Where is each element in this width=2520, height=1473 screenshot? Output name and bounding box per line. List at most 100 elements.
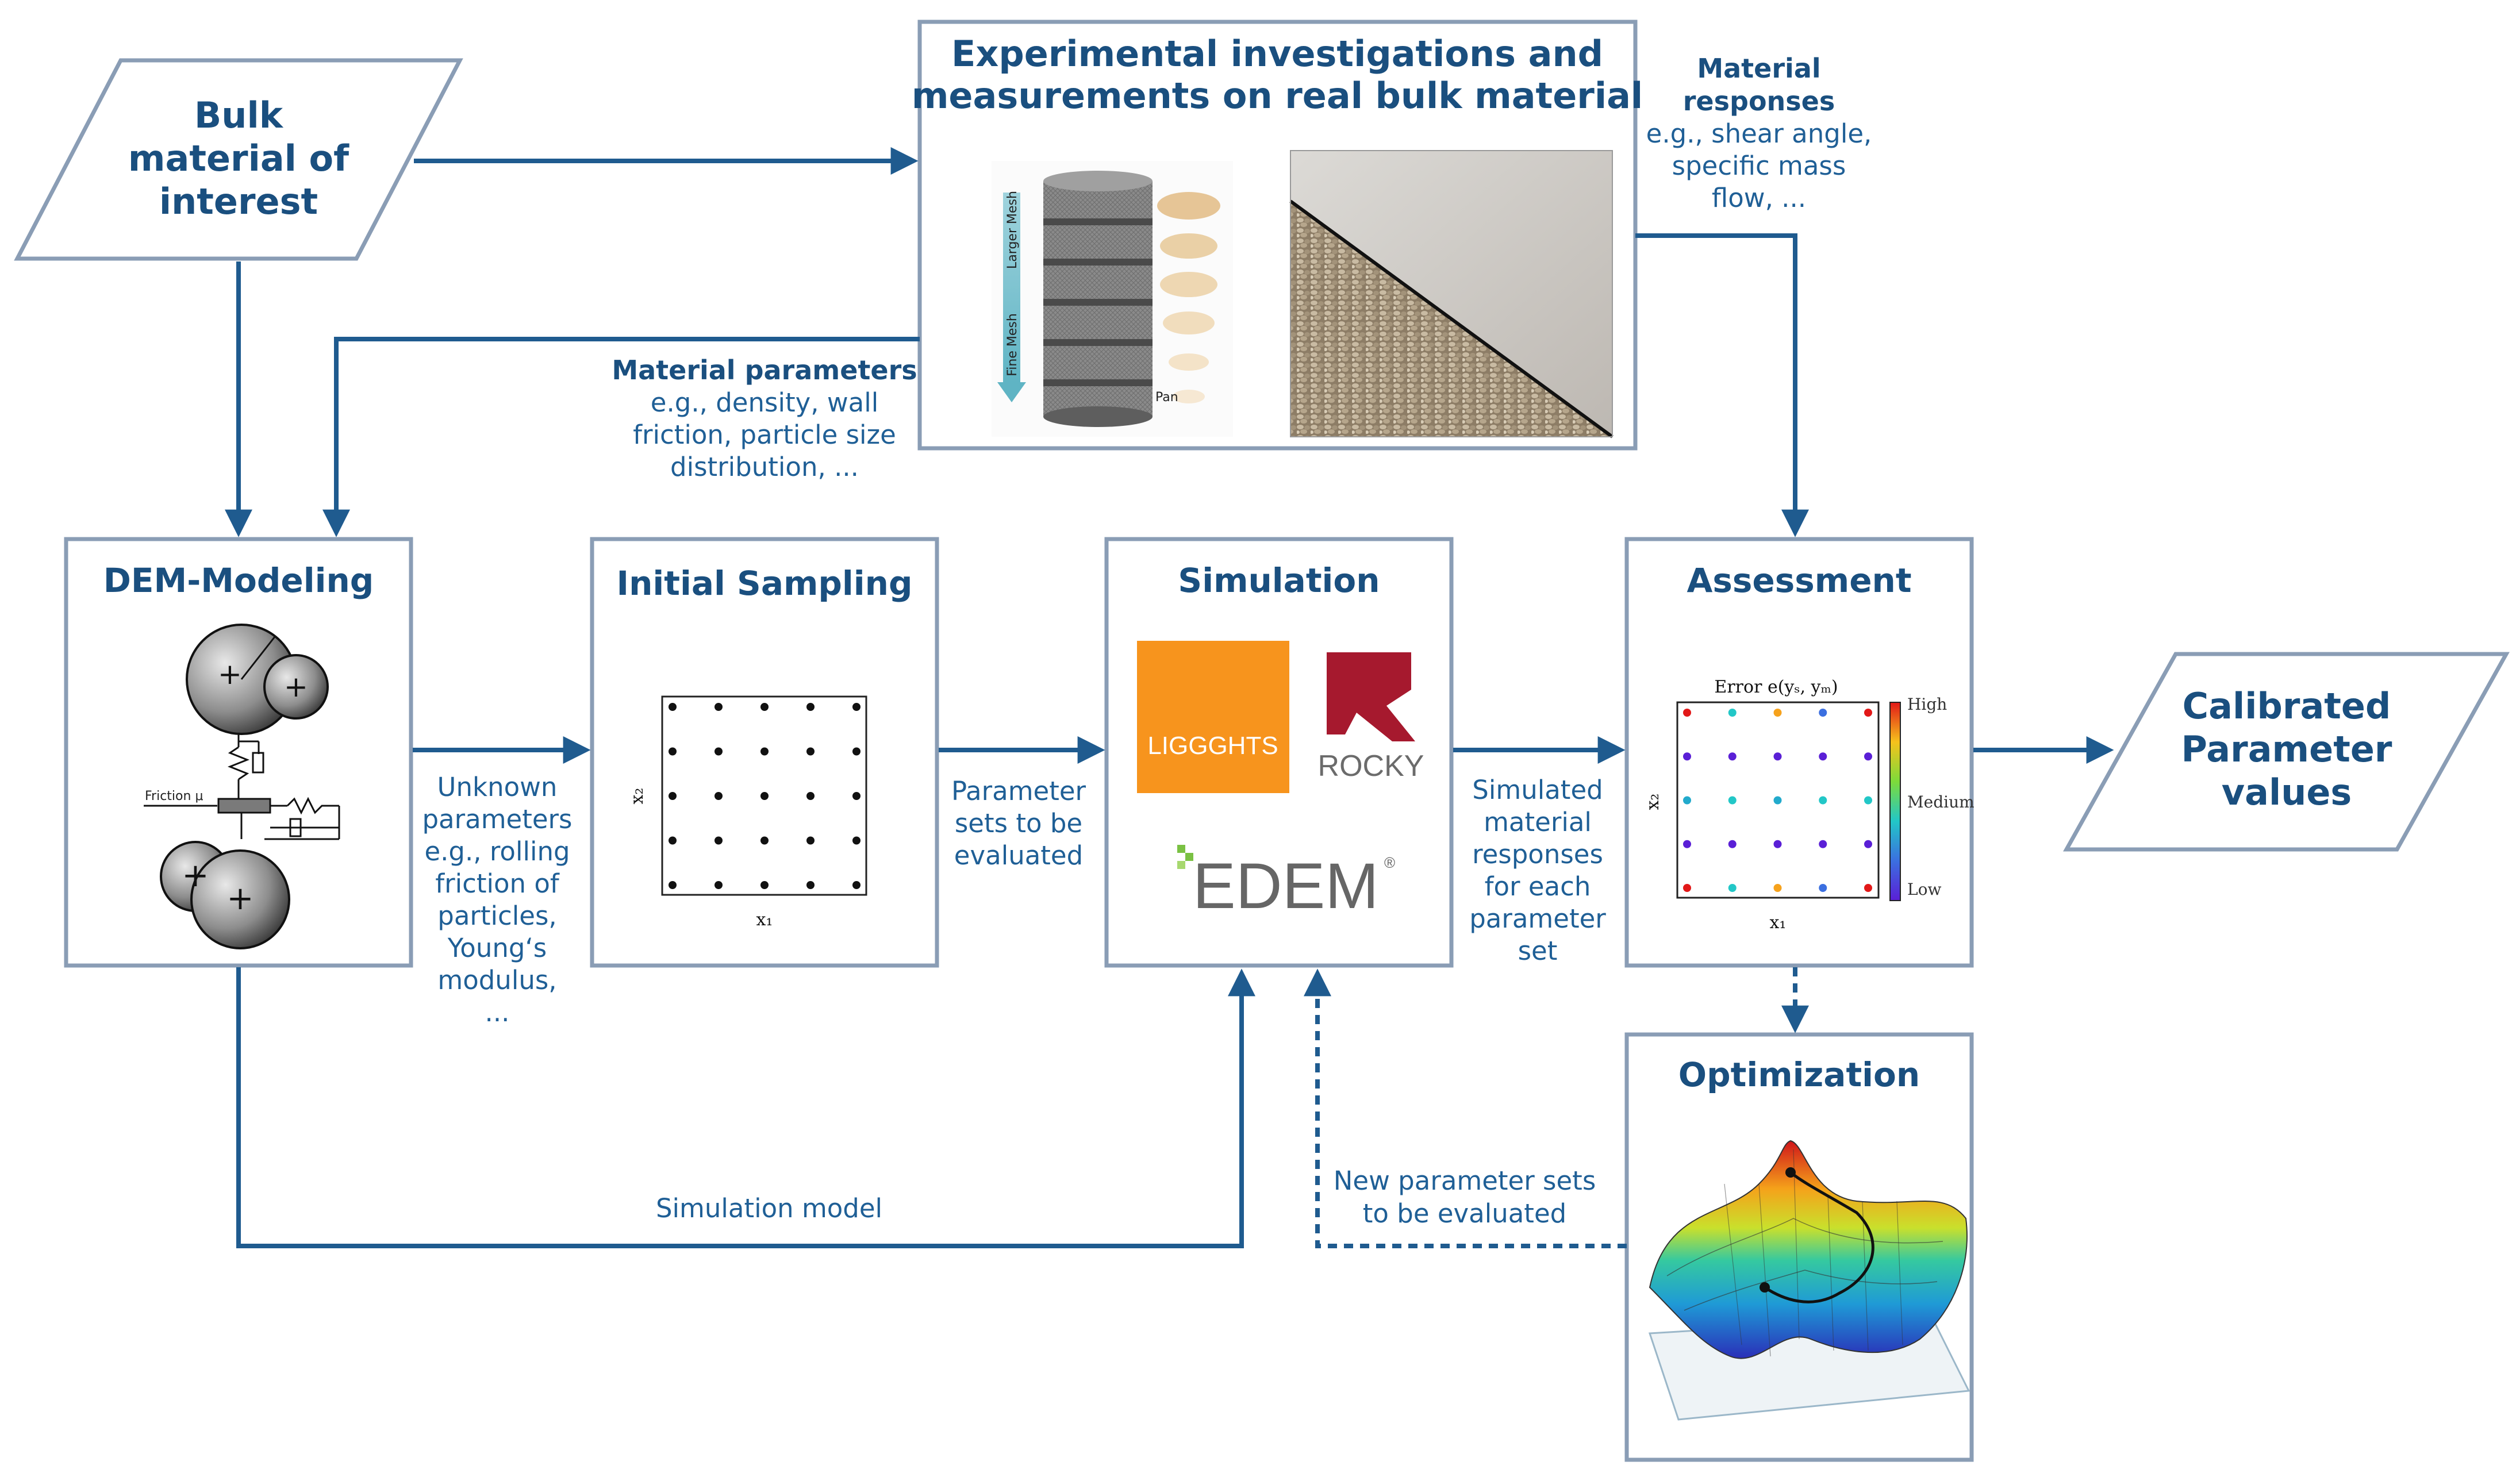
sampling-point <box>806 836 815 845</box>
material-parameters-heading: Material parameters <box>612 355 917 386</box>
sampling-point <box>852 836 861 845</box>
sampling-point <box>669 881 677 889</box>
assessment-point <box>1864 840 1872 848</box>
parameter-sets-line1: Parameter <box>951 776 1086 806</box>
initial-sampling-box: Initial Sampling x₁ x₂ <box>590 537 939 968</box>
new-parameter-sets-line2: to be evaluated <box>1363 1198 1566 1229</box>
sampling-point <box>806 881 815 889</box>
assessment-box: Assessment Error e(yₛ, yₘ) x₁ x₂ High Me… <box>1624 537 1974 968</box>
assessment-point <box>1683 796 1691 805</box>
contact-model-image: + + Friction μ + + <box>144 624 340 949</box>
sampling-point <box>714 792 723 800</box>
rocky-logo: ROCKY <box>1318 652 1424 783</box>
sampling-xlabel: x₁ <box>756 910 773 930</box>
simulated-responses-line2: material <box>1484 807 1592 837</box>
assessment-point <box>1728 840 1737 848</box>
friction-label: Friction μ <box>145 789 203 803</box>
simulated-responses-label: Simulated material responses for each pa… <box>1469 775 1606 966</box>
sieve-arrow-bottom-label: Fine Mesh <box>1005 313 1020 376</box>
material-responses-line2: specific mass <box>1672 151 1846 181</box>
sampling-point <box>806 747 815 756</box>
edem-logo: EDEM ® <box>1177 845 1395 922</box>
material-parameters-line2: friction, particle size <box>633 420 896 450</box>
new-parameter-sets-label: New parameter sets to be evaluated <box>1334 1166 1596 1229</box>
svg-text:+: + <box>182 857 209 894</box>
unknown-parameters-line2: parameters <box>422 804 572 834</box>
svg-text:+: + <box>284 670 308 703</box>
sampling-point <box>714 703 723 711</box>
assessment-point <box>1819 709 1827 717</box>
sampling-points <box>669 703 861 889</box>
calibrated-line1: Calibrated <box>2183 685 2391 727</box>
experimental-title-line2: measurements on real bulk material <box>912 75 1643 117</box>
assessment-point <box>1773 884 1782 892</box>
arrow-experimental-to-assessment <box>1635 233 1809 537</box>
sampling-point <box>760 881 769 889</box>
simulation-model-label: Simulation model <box>656 1193 882 1224</box>
assessment-point <box>1728 752 1737 761</box>
sampling-point <box>760 703 769 711</box>
sampling-point <box>852 881 861 889</box>
unknown-parameters-line4: friction of <box>435 868 560 899</box>
experimental-box: Experimental investigations and measurem… <box>912 20 1643 451</box>
unknown-parameters-line8: ... <box>485 997 510 1028</box>
simulated-responses-line6: set <box>1518 936 1558 966</box>
bulk-material-node: Bulk material of interest <box>14 58 463 261</box>
assessment-point <box>1728 884 1737 892</box>
colorbar-low-label: Low <box>1907 880 1941 899</box>
unknown-parameters-line5: particles, <box>437 901 556 931</box>
parameter-sets-line2: sets to be <box>955 808 1082 839</box>
sampling-point <box>714 747 723 756</box>
assessment-point <box>1683 840 1691 848</box>
sampling-point <box>806 703 815 711</box>
assessment-point <box>1819 840 1827 848</box>
assessment-point <box>1683 884 1691 892</box>
sampling-point <box>760 747 769 756</box>
assessment-point <box>1728 796 1737 805</box>
calibrated-line2: Parameter <box>2181 728 2392 770</box>
unknown-parameters-line3: e.g., rolling <box>424 836 570 867</box>
simulated-responses-line3: responses <box>1472 839 1603 870</box>
liggghts-logo-text: LIGGGHTS <box>1147 732 1278 760</box>
edem-registered-mark: ® <box>1384 854 1395 871</box>
assessment-point <box>1864 884 1872 892</box>
parameter-sets-line3: evaluated <box>954 840 1083 871</box>
assessment-point <box>1683 709 1691 717</box>
material-responses-line1: e.g., shear angle, <box>1646 118 1872 149</box>
assessment-point <box>1819 752 1827 761</box>
assessment-point <box>1819 884 1827 892</box>
assessment-point <box>1773 840 1782 848</box>
assessment-point <box>1728 709 1737 717</box>
sampling-point <box>852 703 861 711</box>
assessment-point <box>1864 796 1872 805</box>
new-parameter-sets-line1: New parameter sets <box>1334 1166 1596 1196</box>
assessment-point <box>1773 752 1782 761</box>
unknown-parameters-line6: Young‘s <box>447 933 547 963</box>
unknown-parameters-label: Unknown parameters e.g., rolling frictio… <box>422 772 572 1028</box>
edem-logo-text: EDEM <box>1193 850 1379 922</box>
parameter-sets-label: Parameter sets to be evaluated <box>951 776 1086 871</box>
dem-modeling-title: DEM-Modeling <box>103 561 374 600</box>
arrow-experimental-to-dem <box>322 337 920 537</box>
bulk-material-line3: interest <box>159 180 318 222</box>
sampling-ylabel: x₂ <box>627 788 647 805</box>
optimization-surface-image <box>1648 1140 1970 1421</box>
material-parameters-line3: distribution, ... <box>670 452 859 482</box>
angle-of-repose-photo <box>1289 150 1614 439</box>
sieve-arrow-top-label: Larger Mesh <box>1005 191 1020 269</box>
bulk-material-line2: material of <box>128 137 349 179</box>
assessment-ylabel: x₂ <box>1643 794 1663 810</box>
svg-text:+: + <box>227 880 254 917</box>
optimization-box: Optimization <box>1624 1032 1974 1462</box>
bulk-material-line1: Bulk <box>194 94 284 136</box>
simulated-responses-line4: for each <box>1485 871 1591 902</box>
sieve-tower-image: Larger Mesh Fine Mesh Pan <box>992 161 1233 437</box>
material-responses-line3: flow, ... <box>1712 183 1806 213</box>
assessment-plot: Error e(yₛ, yₘ) x₁ x₂ High Medium Low <box>1643 677 1974 933</box>
sampling-point <box>806 792 815 800</box>
simulated-responses-line1: Simulated <box>1472 775 1603 805</box>
assessment-xlabel: x₁ <box>1770 913 1787 933</box>
assessment-point <box>1864 709 1872 717</box>
experimental-title-line1: Experimental investigations and <box>951 33 1603 75</box>
